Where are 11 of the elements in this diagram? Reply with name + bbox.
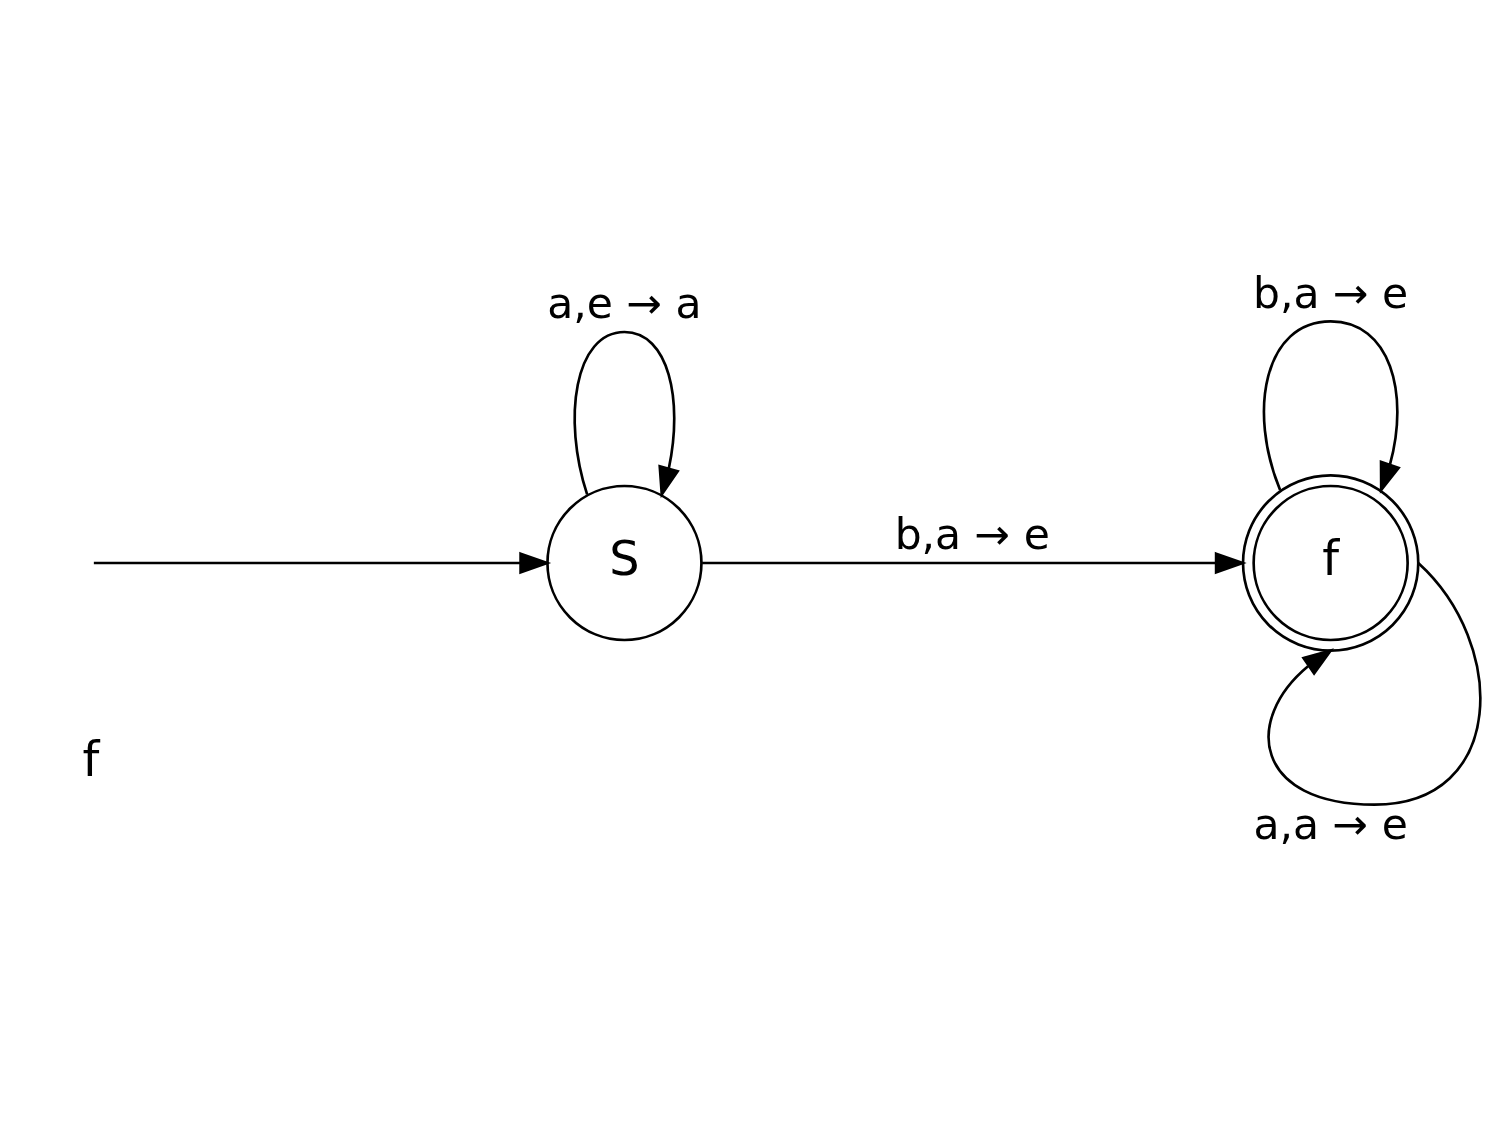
edge-label: a,e → a [547,278,702,328]
edge-label: b,a → e [1253,268,1409,318]
arrow [93,551,552,574]
node-circle: S [546,484,703,641]
node-circle: f [1241,473,1420,652]
edge-label: a,a → e [1253,799,1408,849]
label: f [82,731,100,787]
arrow [1262,319,1401,494]
arrow [573,330,680,498]
arrow [702,551,1247,574]
edge-label: b,a → e [894,509,1050,559]
